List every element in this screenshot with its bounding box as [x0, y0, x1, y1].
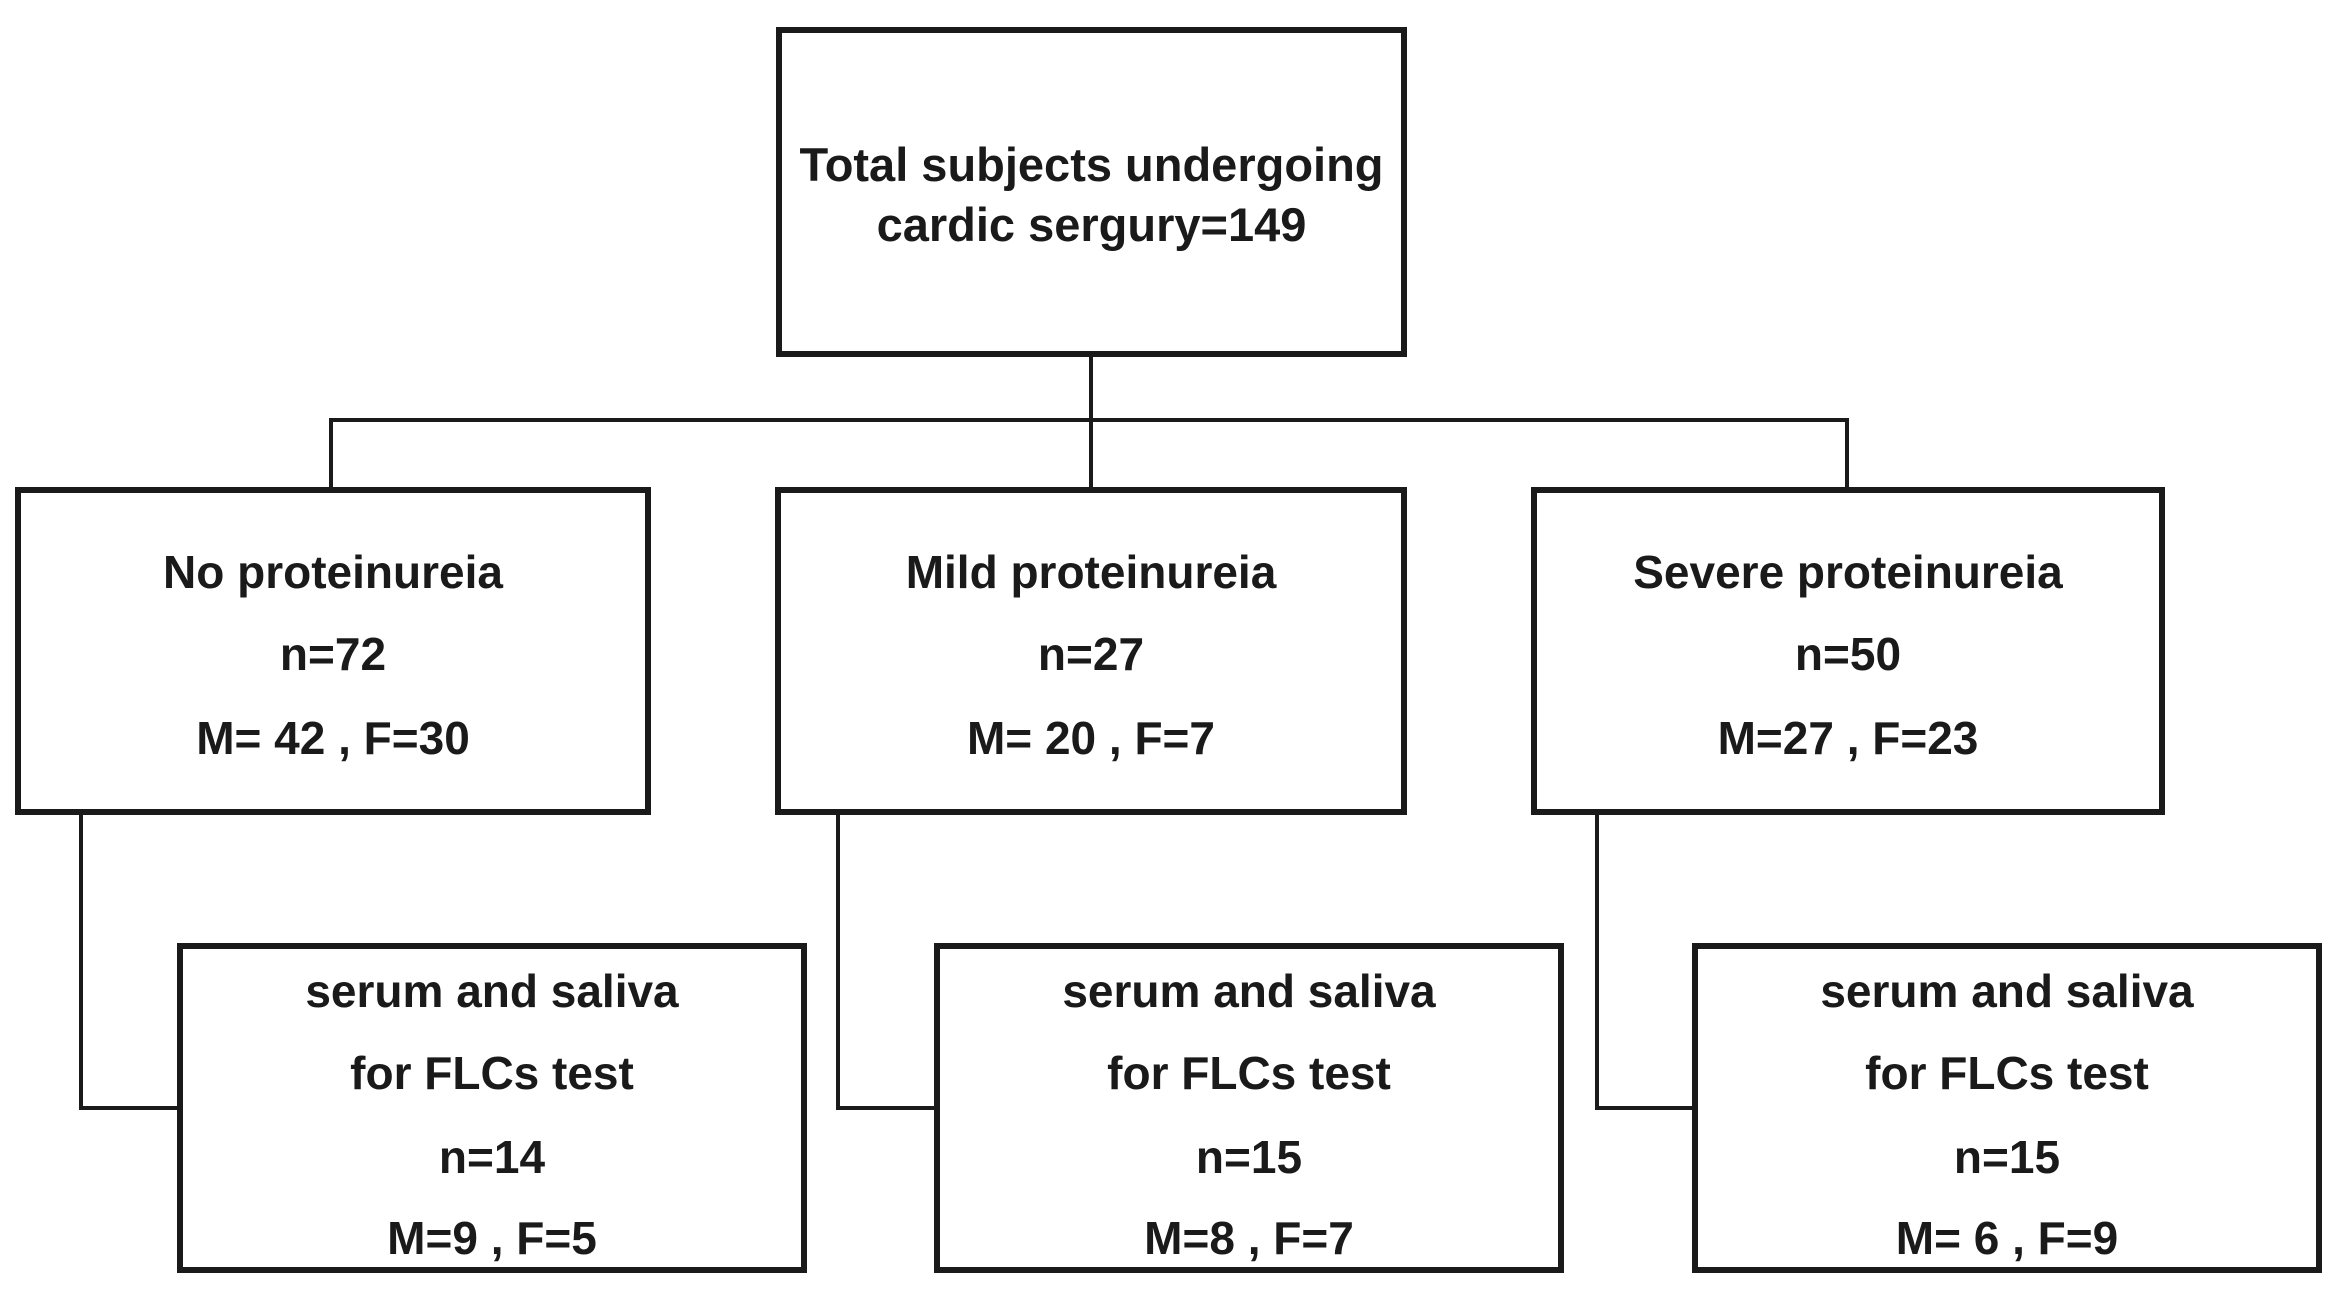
sub-n: n=14 [438, 1131, 546, 1183]
group-box-severe-proteinureia: Severe proteinureia n=50 M=27 , F=23 [1531, 487, 2165, 815]
sub-line-1: serum and saliva [1820, 965, 2194, 1017]
group-box-mild-proteinureia: Mild proteinureia n=27 M= 20 , F=7 [775, 487, 1407, 815]
sub-n: n=15 [1953, 1131, 2061, 1183]
sub-box-mild-proteinureia: serum and saliva for FLCs test n=15 M=8 … [934, 943, 1564, 1273]
sub-sex: M=9 , F=5 [387, 1212, 597, 1264]
sub-sex: M=8 , F=7 [1144, 1212, 1354, 1264]
elbow-line-severe [1595, 812, 1696, 1110]
group-title: Severe proteinureia [1633, 546, 2063, 598]
group-n: n=50 [1794, 628, 1902, 680]
group-title: Mild proteinureia [905, 546, 1277, 598]
sub-box-severe-proteinureia: serum and saliva for FLCs test n=15 M= 6… [1692, 943, 2322, 1273]
sub-line-1: serum and saliva [1062, 965, 1436, 1017]
sub-line-2: for FLCs test [1107, 1047, 1391, 1099]
sub-n: n=15 [1195, 1131, 1303, 1183]
sub-box-no-proteinureia: serum and saliva for FLCs test n=14 M=9 … [177, 943, 807, 1273]
group-sex: M=27 , F=23 [1717, 712, 1979, 764]
root-line-1: Total subjects undergoing [799, 138, 1384, 191]
elbow-line-no [79, 812, 181, 1110]
group-n: n=27 [1037, 628, 1145, 680]
sub-line-2: for FLCs test [1865, 1047, 2149, 1099]
root-line-2: cardic sergury=149 [876, 198, 1307, 251]
sub-line-1: serum and saliva [305, 965, 679, 1017]
elbow-line-mild [836, 812, 938, 1110]
group-title: No proteinureia [163, 546, 503, 598]
group-n: n=72 [279, 628, 387, 680]
root-box: Total subjects undergoing cardic sergury… [776, 27, 1407, 357]
group-sex: M= 20 , F=7 [966, 712, 1215, 764]
group-box-no-proteinureia: No proteinureia n=72 M= 42 , F=30 [15, 487, 651, 815]
group-sex: M= 42 , F=30 [196, 712, 470, 764]
sub-sex: M= 6 , F=9 [1895, 1212, 2119, 1264]
sub-line-2: for FLCs test [350, 1047, 634, 1099]
